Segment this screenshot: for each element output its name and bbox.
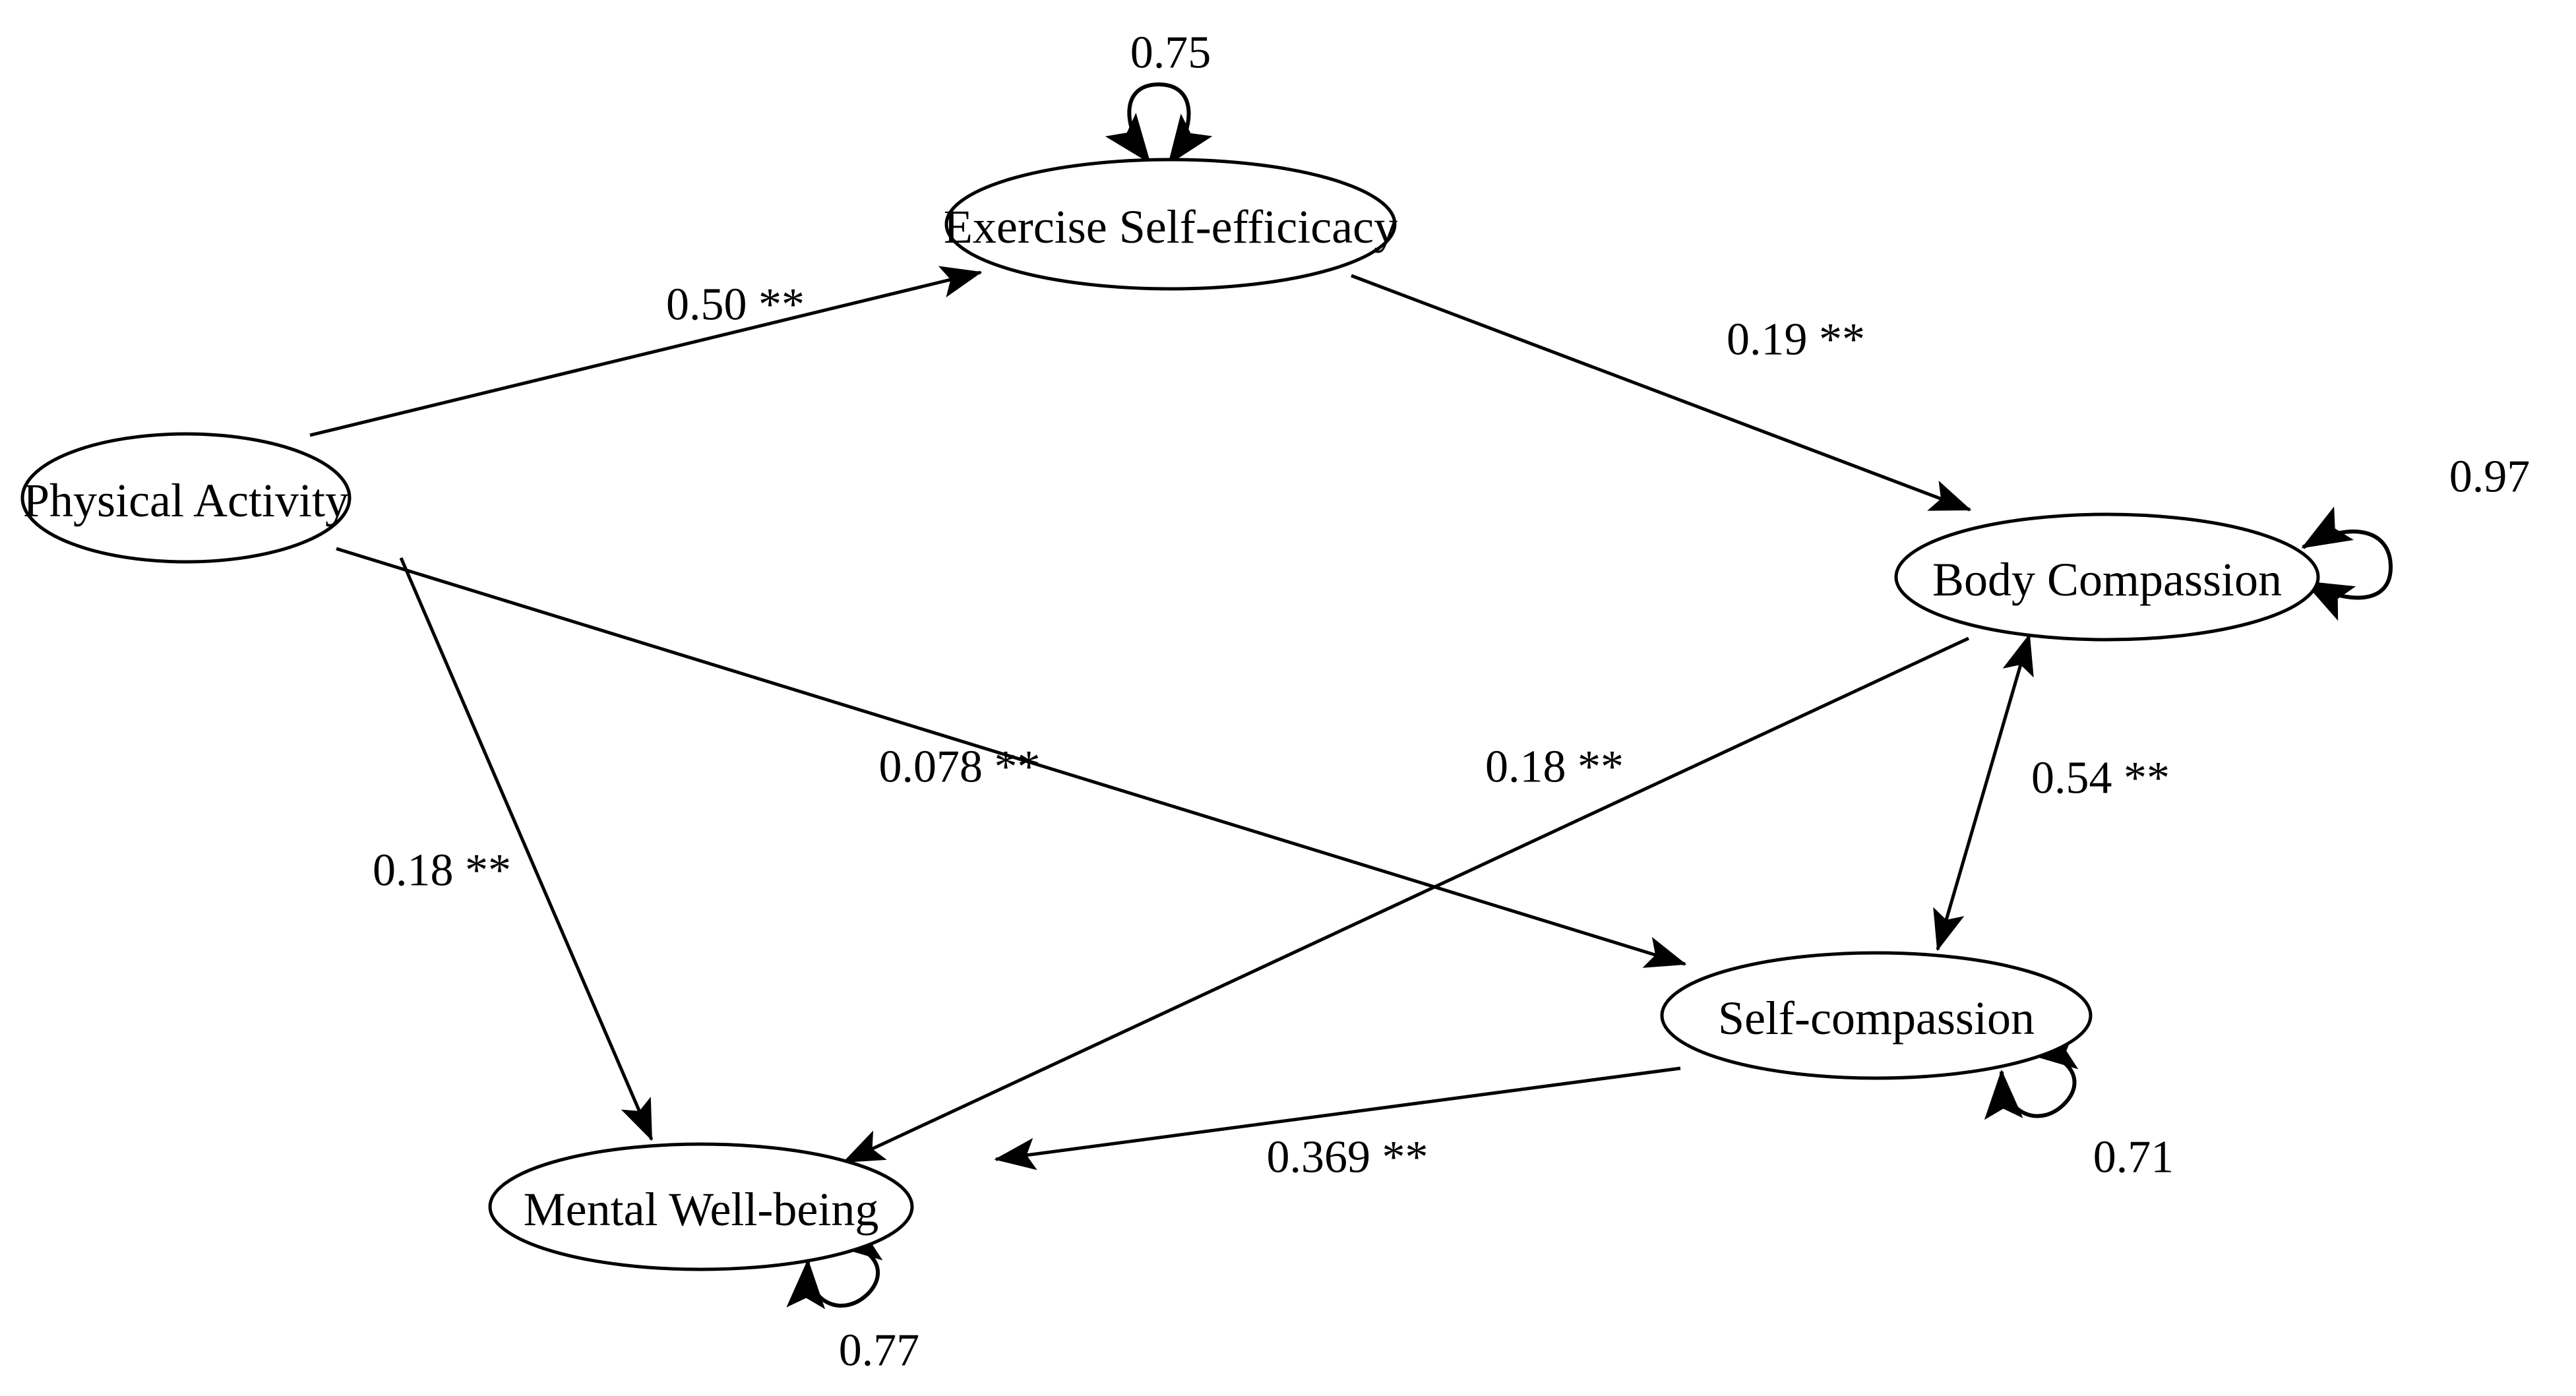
node-exercise-self-efficacy[interactable]: Exercise Self-efficicacy (944, 158, 1397, 291)
self-loop-body-compassion: 0.97 (2301, 452, 2530, 621)
node-body-compassion[interactable]: Body Compassion (1894, 512, 2320, 642)
edge-label-sc-mwb: 0.369 ** (1267, 1132, 1428, 1183)
self-loop-path-mwb (786, 1221, 883, 1310)
node-label-mental-wellbeing: Mental Well-being (524, 1183, 879, 1236)
edge-line-pa-mwb (399, 557, 654, 1141)
node-physical-activity[interactable]: Physical Activity (20, 432, 352, 564)
self-loop-path-ese (1105, 82, 1213, 166)
edge-physical-activity-to-self-compassion: 0.078 ** (336, 547, 1687, 968)
edge-label-pa-ese: 0.50 ** (666, 280, 805, 330)
node-ellipse-self-compassion[interactable] (1660, 951, 2093, 1080)
node-ellipse-exercise-self-efficacy[interactable] (944, 158, 1397, 291)
node-label-body-compassion: Body Compassion (1932, 553, 2282, 606)
self-loop-label-ese: 0.75 (1130, 28, 1211, 78)
edge-label-bc-mwb: 0.18 ** (1485, 742, 1624, 793)
node-ellipse-body-compassion[interactable] (1894, 512, 2320, 642)
edge-line-pa-sc (336, 547, 1687, 968)
edge-label-pa-sc: 0.078 ** (879, 742, 1041, 793)
edge-line-sc-mwb (994, 1066, 1681, 1170)
self-loop-exercise-self-efficacy: 0.75 (1105, 28, 1213, 166)
node-label-physical-activity: Physical Activity (23, 474, 349, 527)
edge-line-ese-bc (1351, 274, 1972, 512)
edge-line-bc-mwb (842, 636, 1970, 1164)
edge-physical-activity-to-exercise-self-efficacy: 0.50 ** (309, 266, 983, 437)
edge-label-ese-bc: 0.19 ** (1727, 315, 1865, 365)
node-mental-wellbeing[interactable]: Mental Well-being (488, 1142, 914, 1271)
edge-label-bc-sc: 0.54 ** (2031, 753, 2170, 804)
edge-line-pa-ese (309, 266, 983, 437)
node-ellipse-mental-wellbeing[interactable] (488, 1142, 914, 1271)
self-loop-mental-wellbeing: 0.77 (786, 1221, 920, 1376)
self-loop-label-mwb: 0.77 (839, 1325, 920, 1376)
edge-body-compassion-self-compassion-covariance: 0.54 ** (1933, 633, 2170, 952)
self-loop-path-bc (2301, 506, 2393, 621)
edge-physical-activity-to-mental-wellbeing: 0.18 ** (373, 557, 654, 1141)
edge-line-bc-sc (1933, 633, 2034, 952)
edge-label-pa-mwb: 0.18 ** (373, 845, 511, 896)
edge-exercise-self-efficacy-to-body-compassion: 0.19 ** (1351, 274, 1972, 512)
node-ellipse-physical-activity[interactable] (20, 432, 352, 564)
edge-self-compassion-to-mental-wellbeing: 0.369 ** (994, 1066, 1681, 1183)
edge-body-compassion-to-mental-wellbeing: 0.18 ** (842, 636, 1970, 1164)
node-self-compassion[interactable]: Self-compassion (1660, 951, 2093, 1080)
node-label-self-compassion: Self-compassion (1718, 992, 2035, 1045)
self-loop-path-sc (1984, 1030, 2079, 1120)
self-loop-self-compassion: 0.71 (1984, 1030, 2174, 1183)
node-label-exercise-self-efficacy: Exercise Self-efficicacy (944, 200, 1397, 253)
self-loop-label-bc: 0.97 (2449, 452, 2530, 502)
self-loop-label-sc: 0.71 (2093, 1132, 2174, 1183)
